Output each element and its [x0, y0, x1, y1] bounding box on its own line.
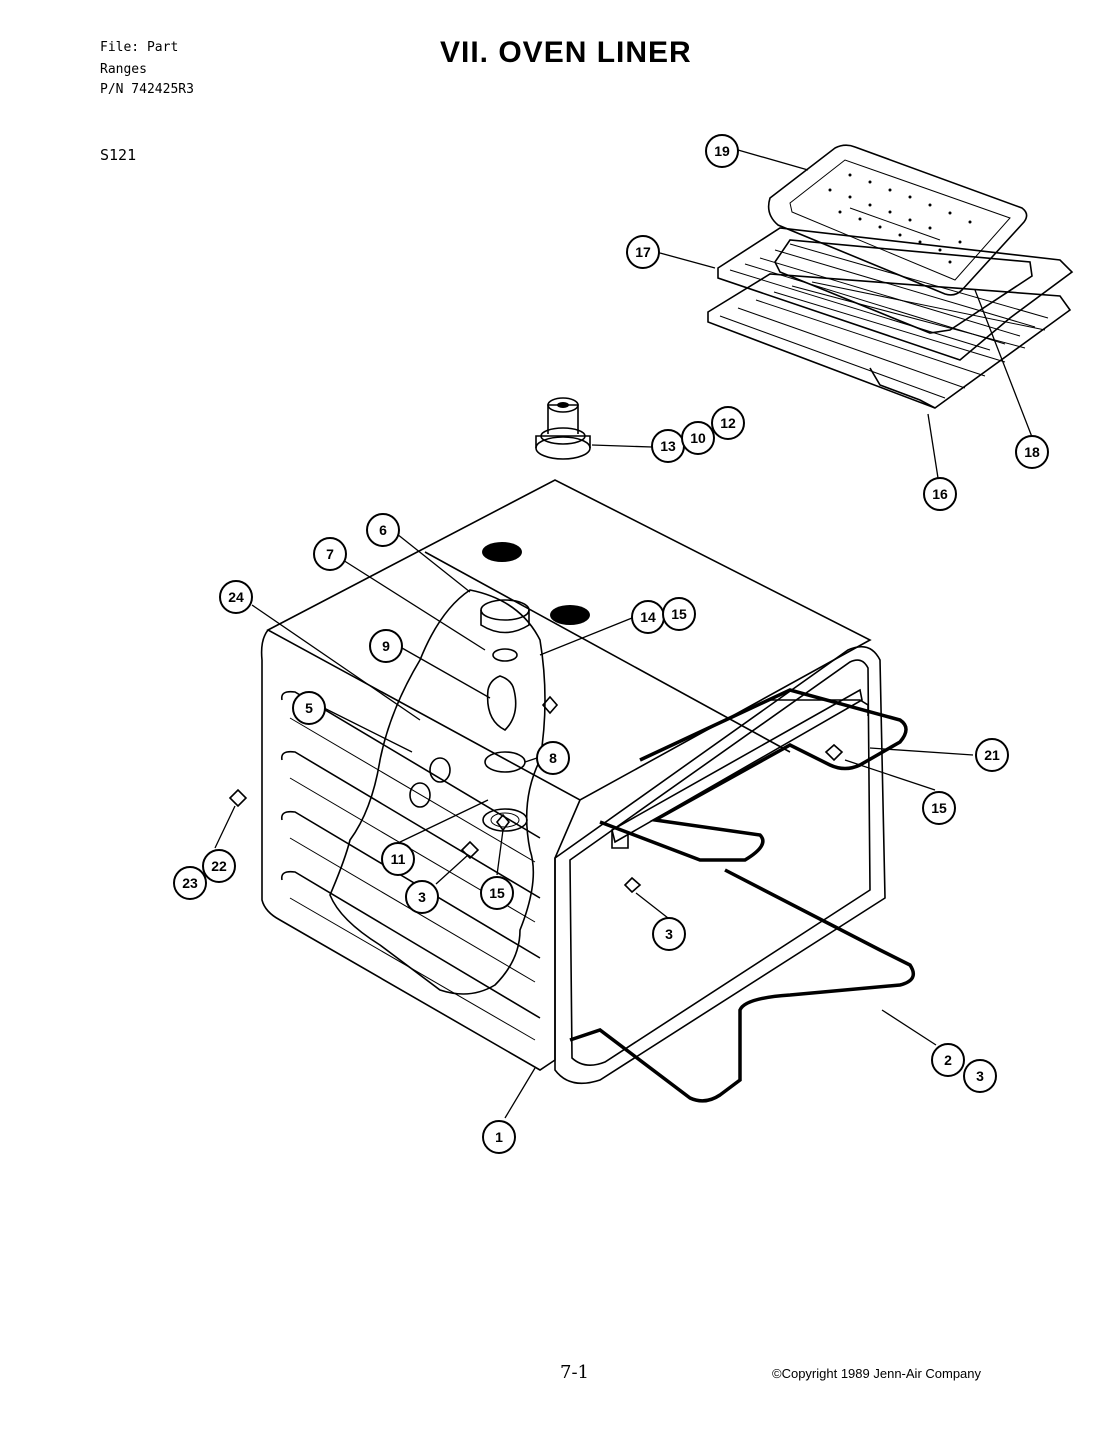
- cutaway-light-components: [329, 589, 546, 995]
- bake-element: [569, 868, 916, 1103]
- svg-text:1: 1: [495, 1129, 503, 1145]
- svg-text:13: 13: [660, 438, 676, 454]
- callout-3-c: 3: [963, 1059, 997, 1093]
- callout-14: 14: [631, 600, 665, 634]
- svg-text:3: 3: [418, 889, 426, 905]
- callout-19: 19: [705, 134, 739, 168]
- callout-15-c: 15: [480, 876, 514, 910]
- callout-1: 1: [482, 1120, 516, 1154]
- file-label: File: Part: [100, 40, 179, 55]
- svg-text:22: 22: [211, 858, 227, 874]
- svg-text:19: 19: [714, 143, 730, 159]
- callout-3-b: 3: [652, 917, 686, 951]
- callout-16: 16: [923, 477, 957, 511]
- part-number-label: P/N 742425R3: [100, 82, 194, 97]
- callout-23: 23: [173, 866, 207, 900]
- callout-9: 9: [369, 629, 403, 663]
- callout-8: 8: [536, 741, 570, 775]
- callout-7: 7: [313, 537, 347, 571]
- category-label: Ranges: [100, 62, 147, 77]
- callout-11: 11: [381, 842, 415, 876]
- callout-5: 5: [292, 691, 326, 725]
- svg-text:21: 21: [984, 747, 1000, 763]
- svg-text:10: 10: [690, 430, 706, 446]
- model-number: S121: [100, 146, 137, 164]
- callout-15-a: 15: [662, 597, 696, 631]
- svg-text:5: 5: [305, 700, 313, 716]
- svg-text:3: 3: [976, 1068, 984, 1084]
- callout-6: 6: [366, 513, 400, 547]
- callout-13: 13: [651, 429, 685, 463]
- svg-text:17: 17: [635, 244, 651, 260]
- svg-text:3: 3: [665, 926, 673, 942]
- svg-text:16: 16: [932, 486, 948, 502]
- svg-text:14: 14: [640, 609, 656, 625]
- callout-18: 18: [1015, 435, 1049, 469]
- broiler-pan-and-racks: [707, 144, 1074, 409]
- callout-21: 21: [975, 738, 1009, 772]
- svg-text:15: 15: [931, 800, 947, 816]
- svg-text:8: 8: [549, 750, 557, 766]
- callout-24: 24: [219, 580, 253, 614]
- callout-10: 10: [681, 421, 715, 455]
- svg-text:7: 7: [326, 546, 334, 562]
- leader-lines: [214, 149, 1033, 1119]
- callout-12: 12: [711, 406, 745, 440]
- svg-text:9: 9: [382, 638, 390, 654]
- svg-text:23: 23: [182, 875, 198, 891]
- copyright-notice: ©Copyright 1989 Jenn-Air Company: [772, 1366, 982, 1381]
- light-socket-assembly: [535, 397, 591, 460]
- svg-text:11: 11: [391, 851, 406, 867]
- oven-liner-body: [260, 479, 886, 1085]
- svg-text:18: 18: [1024, 444, 1040, 460]
- svg-text:15: 15: [489, 885, 505, 901]
- callout-3-a: 3: [405, 880, 439, 914]
- callout-2: 2: [931, 1043, 965, 1077]
- page-title: VII. OVEN LINER: [440, 36, 692, 69]
- screws: [228, 695, 844, 894]
- svg-text:6: 6: [379, 522, 387, 538]
- callout-22: 22: [202, 849, 236, 883]
- callout-17: 17: [626, 235, 660, 269]
- broil-element: [599, 688, 908, 862]
- callout-15-b: 15: [922, 791, 956, 825]
- svg-text:15: 15: [671, 606, 687, 622]
- svg-text:12: 12: [720, 415, 736, 431]
- svg-text:24: 24: [228, 589, 244, 605]
- page-number: 7-1: [560, 1362, 589, 1383]
- svg-text:2: 2: [944, 1052, 952, 1068]
